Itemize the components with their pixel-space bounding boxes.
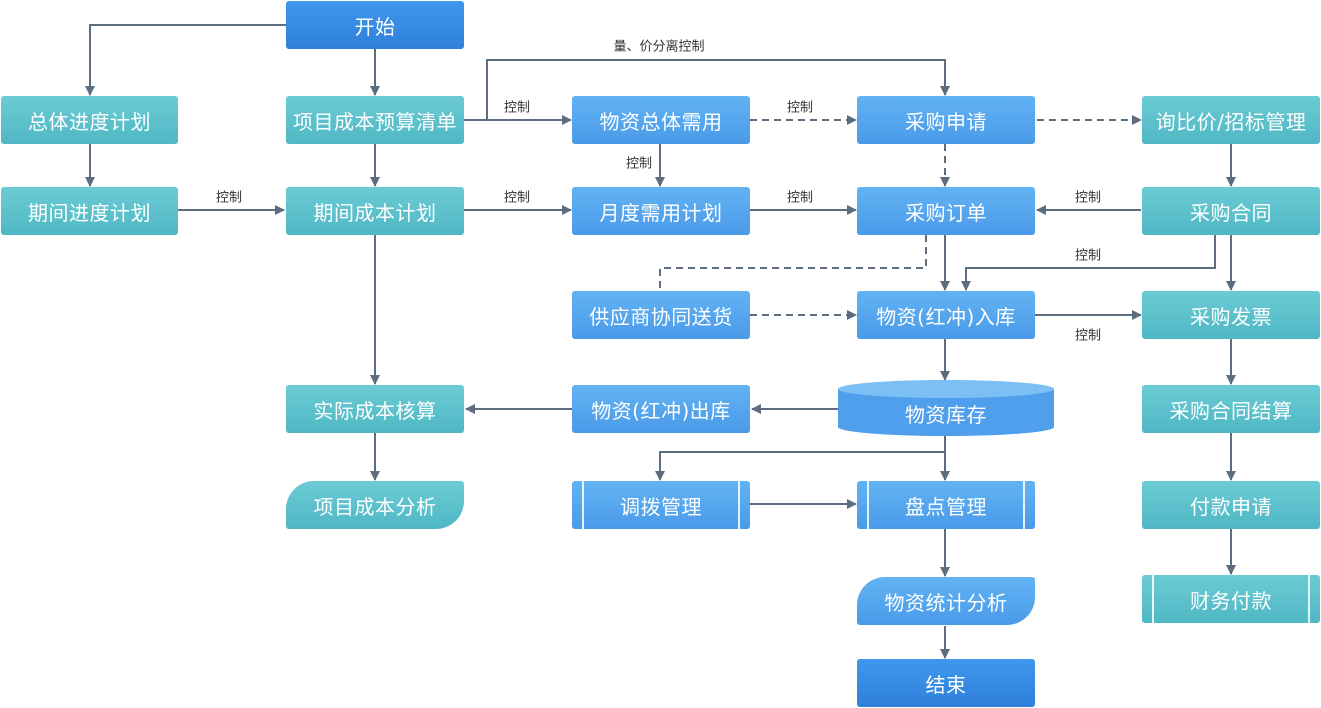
inquiry-bidding-management-node[interactable]: 询比价/招标管理 bbox=[1142, 96, 1320, 144]
label-control-budget-to-demand: 控制 bbox=[503, 100, 531, 116]
project-cost-analysis-node[interactable]: 项目成本分析 bbox=[286, 481, 464, 529]
label-control-contract-to-inbound: 控制 bbox=[1074, 248, 1102, 264]
project-cost-budget-list-node[interactable]: 项目成本预算清单 bbox=[286, 96, 464, 144]
start-node[interactable]: 开始 bbox=[286, 1, 464, 49]
purchase-contract-settlement-node[interactable]: 采购合同结算 bbox=[1142, 385, 1320, 433]
material-outbound-node[interactable]: 物资(红冲)出库 bbox=[572, 385, 750, 433]
label-control-contract-to-order: 控制 bbox=[1074, 190, 1102, 206]
financial-payment-node[interactable]: 财务付款 bbox=[1142, 575, 1320, 623]
connector-order-to-supplier-delivery bbox=[659, 235, 927, 290]
payment-request-node[interactable]: 付款申请 bbox=[1142, 481, 1320, 529]
overall-schedule-plan-node[interactable]: 总体进度计划 bbox=[1, 96, 178, 144]
label-control-demand-to-monthly: 控制 bbox=[625, 156, 653, 172]
label-control-demand-to-request: 控制 bbox=[786, 100, 814, 116]
material-statistics-analysis-node[interactable]: 物资统计分析 bbox=[857, 577, 1035, 625]
monthly-demand-plan-node[interactable]: 月度需用计划 bbox=[572, 187, 750, 235]
label-control-inbound-to-invoice: 控制 bbox=[1074, 328, 1102, 344]
label-control-monthly-to-order: 控制 bbox=[786, 190, 814, 206]
supplier-delivery-node[interactable]: 供应商协同送货 bbox=[572, 291, 750, 339]
material-inventory-cylinder bbox=[838, 380, 1054, 436]
connector-inventory-to-transfer bbox=[655, 451, 945, 481]
material-overall-demand-node[interactable]: 物资总体需用 bbox=[572, 96, 750, 144]
stocktaking-management-label: 盘点管理 bbox=[905, 494, 987, 519]
financial-payment-label: 财务付款 bbox=[1190, 588, 1272, 613]
transfer-management-label: 调拨管理 bbox=[620, 494, 702, 519]
actual-cost-accounting-node[interactable]: 实际成本核算 bbox=[286, 385, 464, 433]
end-node[interactable]: 结束 bbox=[857, 659, 1035, 707]
period-cost-plan-node[interactable]: 期间成本计划 bbox=[286, 187, 464, 235]
label-control-schedule-to-cost: 控制 bbox=[215, 190, 243, 206]
period-schedule-plan-node[interactable]: 期间进度计划 bbox=[1, 187, 178, 235]
purchase-contract-node[interactable]: 采购合同 bbox=[1142, 187, 1320, 235]
connector-contract-to-inbound bbox=[961, 235, 1216, 291]
material-inbound-node[interactable]: 物资(红冲)入库 bbox=[857, 291, 1035, 339]
connector-start-to-overall-schedule bbox=[85, 24, 286, 96]
purchase-request-node[interactable]: 采购申请 bbox=[857, 96, 1035, 144]
transfer-management-node[interactable]: 调拨管理 bbox=[572, 481, 750, 529]
material-inventory-node[interactable]: 物资库存 bbox=[905, 402, 987, 427]
label-control-cost-to-monthly: 控制 bbox=[503, 190, 531, 206]
stocktaking-management-node[interactable]: 盘点管理 bbox=[857, 481, 1035, 529]
connector-budget-to-purchase-request bbox=[486, 59, 950, 120]
purchase-invoice-node[interactable]: 采购发票 bbox=[1142, 291, 1320, 339]
label-quantity-price-separation-control: 量、价分离控制 bbox=[613, 39, 705, 55]
purchase-order-node[interactable]: 采购订单 bbox=[857, 187, 1035, 235]
